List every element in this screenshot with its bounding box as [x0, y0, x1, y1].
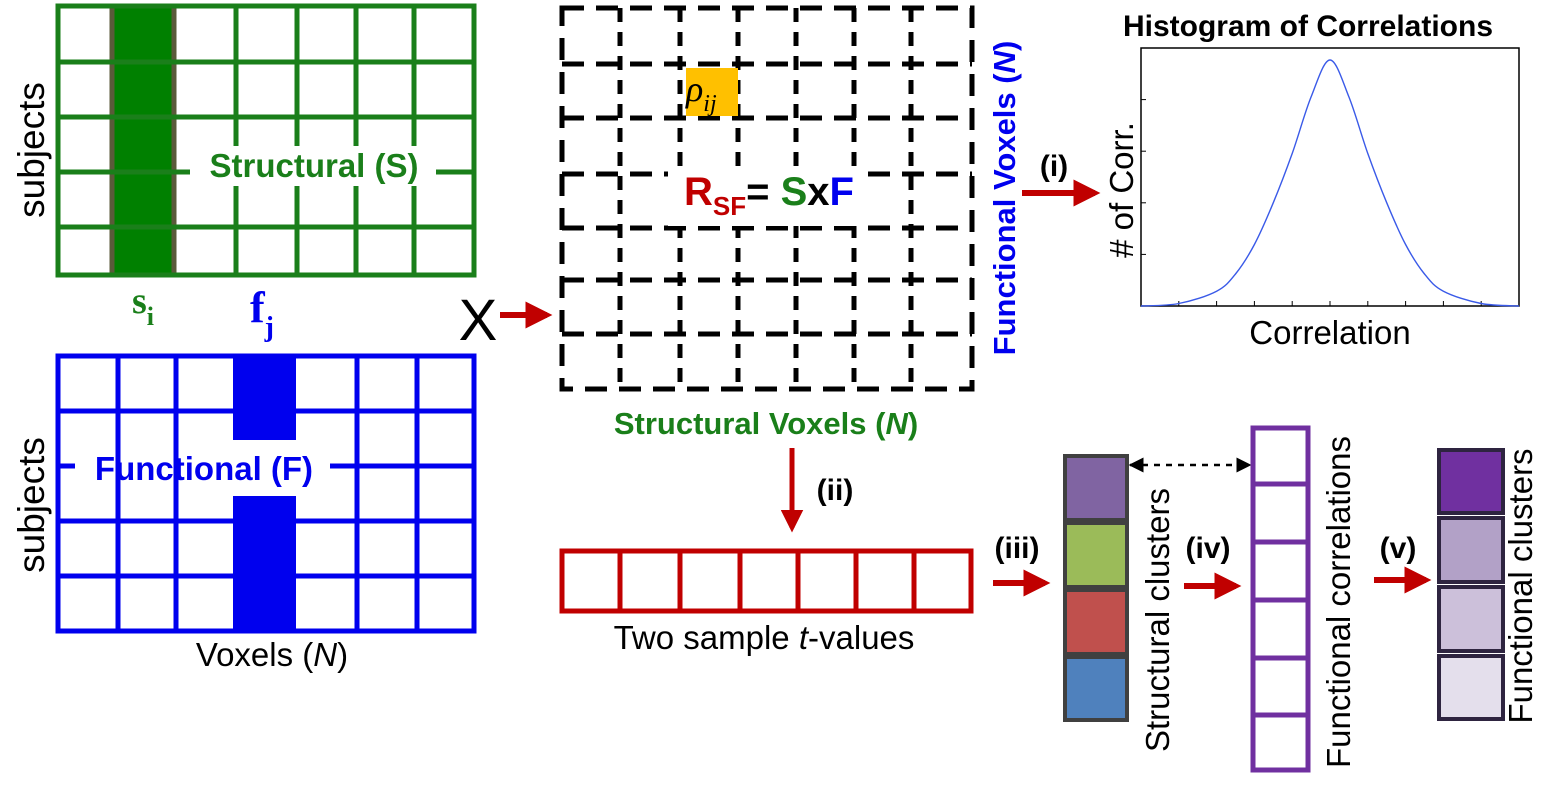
structural-clusters-label: Structural clusters	[1139, 488, 1176, 752]
rho-ij-label: ρij	[685, 69, 717, 117]
structural-column-si	[109, 3, 177, 278]
subjects-label-top: subjects	[11, 82, 52, 218]
fj-label: fj	[250, 283, 274, 343]
functional-matrix: Functional (F)	[55, 353, 477, 634]
structural-cluster-4	[1063, 655, 1129, 722]
tvalues-vector	[559, 548, 974, 614]
structural-label-bg	[192, 146, 436, 186]
multiply-x-symbol: X	[459, 288, 498, 353]
functional-cluster-2	[1437, 516, 1505, 584]
step-ii-label: (ii)	[817, 474, 854, 507]
structural-cluster-2	[1063, 521, 1129, 589]
functional-cluster-4	[1437, 654, 1505, 721]
step-iii-label: (iii)	[995, 532, 1040, 565]
subjects-label-bottom: subjects	[11, 437, 52, 573]
histogram-plot-area	[1140, 47, 1520, 307]
structural-grid	[55, 3, 477, 278]
structural-cluster-3	[1063, 588, 1129, 656]
functional-column-gap	[233, 440, 296, 496]
step-iv-label: (iv)	[1186, 532, 1231, 565]
histogram-curve	[1140, 59, 1520, 307]
si-label: si	[132, 280, 154, 331]
functional-correlations-label: Functional correlations	[1320, 436, 1357, 768]
tvalues-label: Two sample t-values	[614, 619, 915, 656]
structural-voxels-n-label: Structural Voxels (N)	[614, 406, 918, 441]
functional-matrix-label: Functional (F)	[95, 450, 313, 487]
step-v-label: (v)	[1380, 532, 1417, 565]
functional-clusters	[1437, 448, 1505, 721]
structural-clusters	[1063, 454, 1129, 722]
functional-grid	[55, 353, 477, 634]
correlation-grid	[559, 5, 975, 392]
histogram-y-label: # of Corr.	[1103, 122, 1140, 258]
structural-matrix: Structural (S)	[55, 3, 477, 278]
voxels-n-label: Voxels (N)	[196, 636, 348, 673]
step-i-label: (i)	[1040, 150, 1068, 183]
histogram-title: Histogram of Correlations	[1123, 10, 1493, 43]
histogram-chart: Histogram of Correlations # of Corr. Cor…	[1103, 10, 1520, 351]
functional-clusters-label: Functional clusters	[1502, 448, 1539, 723]
functional-correlations-vector	[1250, 425, 1311, 773]
equation-bg	[668, 166, 868, 226]
functional-voxels-n-label: Functional Voxels (N)	[987, 41, 1022, 356]
structural-cluster-1	[1063, 454, 1129, 522]
rsf-equation: RSF= SxF	[684, 170, 854, 221]
functional-cluster-3	[1437, 585, 1505, 653]
histogram-ticks	[1141, 99, 1482, 306]
functional-cluster-1	[1437, 448, 1505, 515]
correlation-matrix: ρij RSF= SxF	[559, 5, 975, 392]
structural-matrix-label: Structural (S)	[209, 147, 418, 184]
rho-ij-highlight	[686, 68, 738, 116]
histogram-x-label: Correlation	[1249, 314, 1410, 351]
